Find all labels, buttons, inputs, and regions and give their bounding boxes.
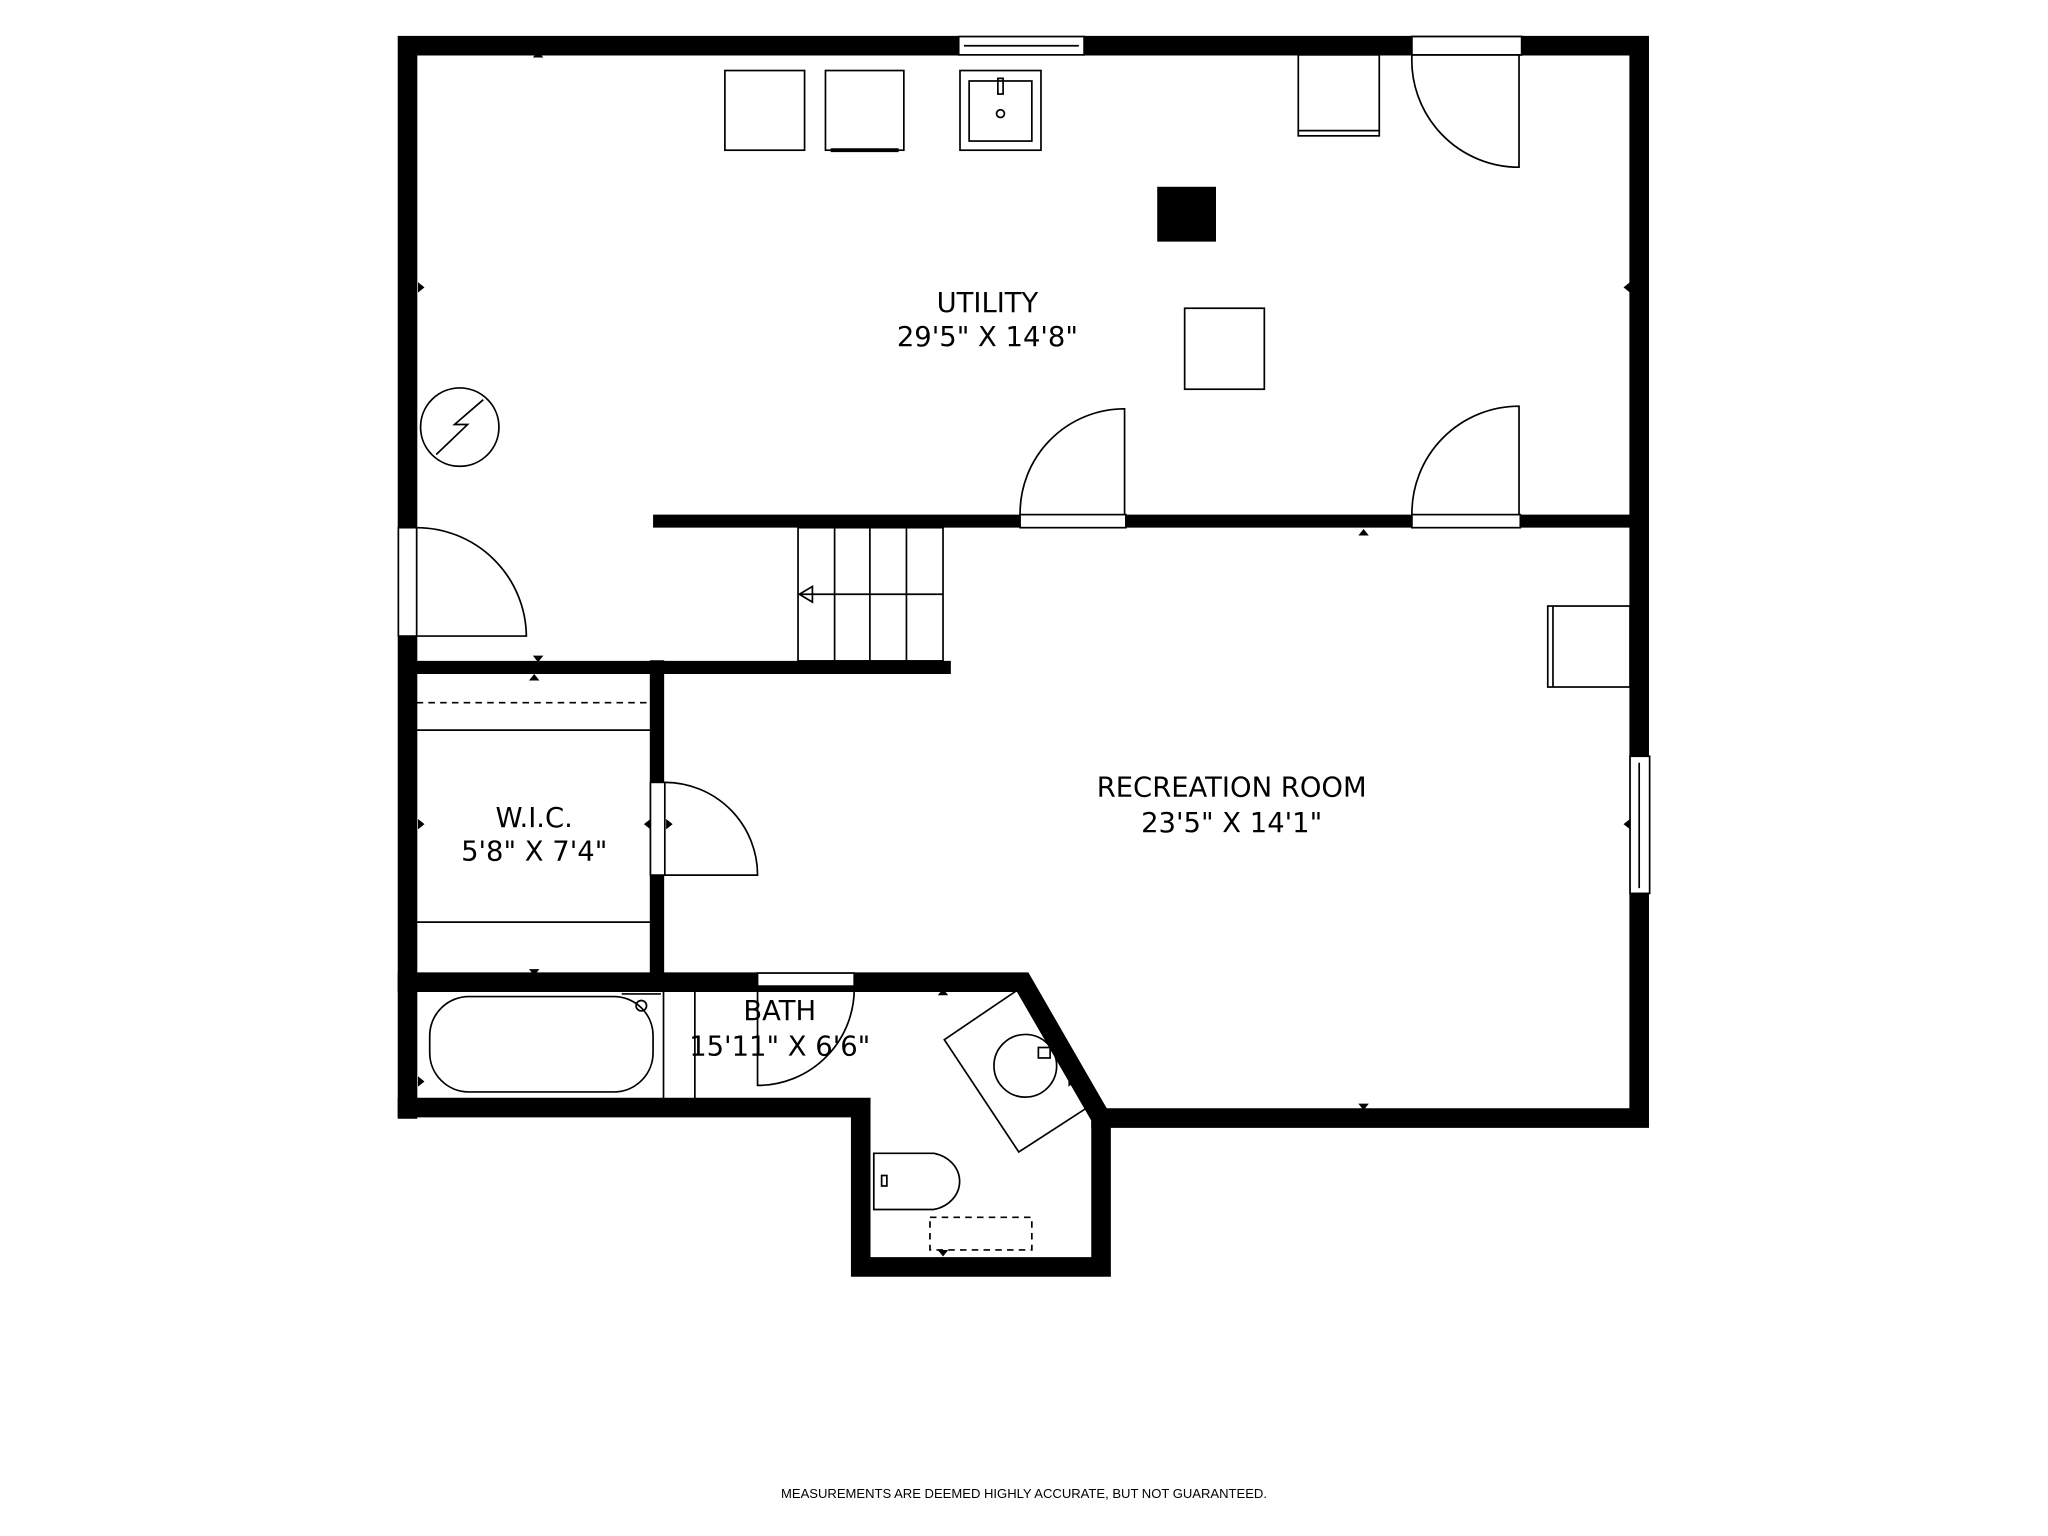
bath-fixtures: [428, 986, 1091, 1251]
wic-dims: 5'8" X 7'4": [461, 837, 607, 868]
recreation-room-dims: 23'5" X 14'1": [1141, 808, 1322, 839]
bath-name: BATH: [743, 996, 816, 1027]
closet-shelves: [416, 701, 651, 923]
recreation-room-name: RECREATION ROOM: [1097, 773, 1367, 804]
wic-name: W.I.C.: [496, 803, 573, 834]
disclaimer: MEASUREMENTS ARE DEEMED HIGHLY ACCURATE,…: [781, 1486, 1267, 1501]
walls: [397, 35, 1649, 1277]
stairs: [797, 526, 944, 662]
doors: [397, 35, 1523, 1087]
utility-room-name: UTILITY: [937, 288, 1039, 319]
fixtures: [419, 54, 1631, 688]
utility-room-dims: 29'5" X 14'8": [897, 322, 1078, 353]
windows: [756, 35, 1651, 987]
dimension-markers: [417, 50, 1631, 1257]
bath-dims: 15'11" X 6'6": [689, 1031, 870, 1062]
